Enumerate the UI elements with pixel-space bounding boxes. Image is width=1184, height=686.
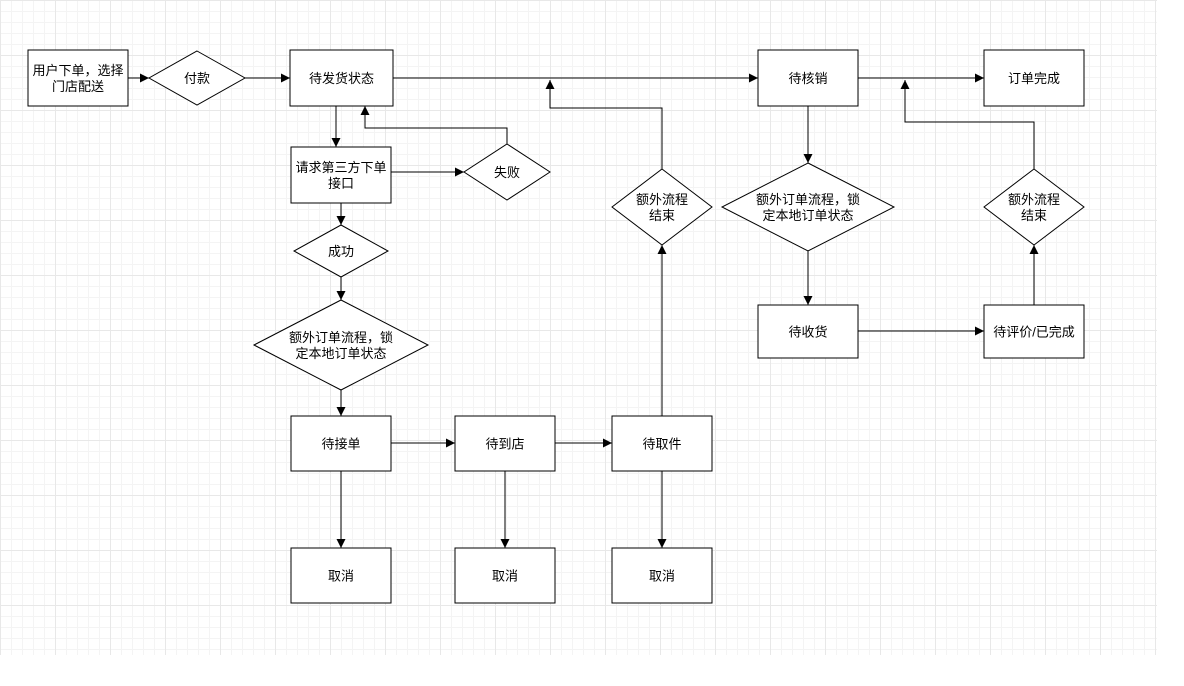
edge-fail-to-pending-ship: [360, 106, 508, 144]
node-label: 待发货状态: [309, 71, 374, 86]
node-label: 成功: [328, 244, 354, 259]
edges-layer: [128, 73, 1039, 548]
node-label: 取消: [492, 568, 518, 583]
node-label: 订单完成: [1008, 71, 1060, 86]
node-label: 付款: [184, 71, 210, 86]
node-shape-rect[interactable]: [983, 49, 1085, 107]
node-extra-order-right[interactable]: 额外订单流程，锁定本地订单状态: [720, 162, 896, 252]
node-shape-rect[interactable]: [290, 415, 392, 472]
canvas-grid-background: [0, 0, 1157, 655]
node-shape-rect[interactable]: [290, 547, 392, 604]
node-shape-rect[interactable]: [757, 49, 859, 107]
node-shape-rect[interactable]: [454, 547, 556, 604]
node-shape-rect[interactable]: [611, 547, 713, 604]
node-cancel-arrive[interactable]: 取消: [454, 547, 556, 604]
node-label: 待接单: [321, 436, 360, 451]
node-label: 请求第三方下单接口: [295, 160, 386, 191]
node-shape-rect[interactable]: [983, 304, 1085, 359]
node-label: 额外订单流程，锁定本地订单状态: [756, 192, 860, 223]
nodes-layer: 用户下单，选择门店配送付款待发货状态请求第三方下单接口失败成功额外订单流程，锁定…: [27, 49, 1085, 604]
node-pending-review[interactable]: 待评价/已完成: [983, 304, 1085, 359]
node-pending-verify[interactable]: 待核销: [757, 49, 859, 107]
node-order-complete[interactable]: 订单完成: [983, 49, 1085, 107]
node-label: 待取件: [642, 436, 681, 451]
node-pending-arrive[interactable]: 待到店: [454, 415, 556, 472]
node-extra-order-left[interactable]: 额外订单流程，锁定本地订单状态: [252, 299, 430, 391]
node-shape-rect[interactable]: [757, 304, 859, 359]
node-cancel-pickup[interactable]: 取消: [611, 547, 713, 604]
node-label: 用户下单，选择门店配送: [32, 63, 123, 94]
node-label: 待评价/已完成: [993, 324, 1075, 339]
node-shape-diamond[interactable]: [252, 299, 430, 391]
node-label: 取消: [328, 568, 354, 583]
node-shape-rect[interactable]: [27, 49, 129, 107]
node-shape-diamond[interactable]: [983, 168, 1085, 246]
node-success[interactable]: 成功: [292, 224, 390, 278]
node-request-third-party[interactable]: 请求第三方下单接口: [290, 146, 392, 204]
node-label: 待到店: [485, 436, 524, 451]
node-pay[interactable]: 付款: [147, 50, 247, 106]
node-shape-rect[interactable]: [611, 415, 713, 472]
node-pending-pickup[interactable]: 待取件: [611, 415, 713, 472]
node-user-order[interactable]: 用户下单，选择门店配送: [27, 49, 129, 107]
node-label: 额外流程结束: [1008, 192, 1060, 223]
node-shape-rect[interactable]: [290, 146, 392, 204]
node-shape-diamond[interactable]: [463, 143, 551, 201]
node-pending-accept[interactable]: 待接单: [290, 415, 392, 472]
node-shape-diamond[interactable]: [720, 162, 896, 252]
node-extra-end-right[interactable]: 额外流程结束: [983, 168, 1085, 246]
node-label: 待收货: [788, 324, 827, 339]
node-shape-diamond[interactable]: [292, 224, 390, 278]
node-shape-rect[interactable]: [289, 49, 394, 107]
node-label: 待核销: [788, 71, 827, 86]
node-label: 额外订单流程，锁定本地订单状态: [289, 330, 393, 361]
node-cancel-accept[interactable]: 取消: [290, 547, 392, 604]
edge-extra-end-right-to-verify-edge: [900, 80, 1035, 169]
node-pending-ship[interactable]: 待发货状态: [289, 49, 394, 107]
node-fail[interactable]: 失败: [463, 143, 551, 201]
node-label: 失败: [494, 165, 520, 180]
node-extra-end-left[interactable]: 额外流程结束: [611, 168, 713, 246]
node-shape-diamond[interactable]: [611, 168, 713, 246]
node-label: 取消: [649, 568, 675, 583]
edge-extra-end-left-to-ship-edge: [545, 80, 663, 169]
node-shape-rect[interactable]: [454, 415, 556, 472]
node-label: 额外流程结束: [636, 192, 688, 223]
node-pending-receive[interactable]: 待收货: [757, 304, 859, 359]
node-shape-diamond[interactable]: [147, 50, 247, 106]
